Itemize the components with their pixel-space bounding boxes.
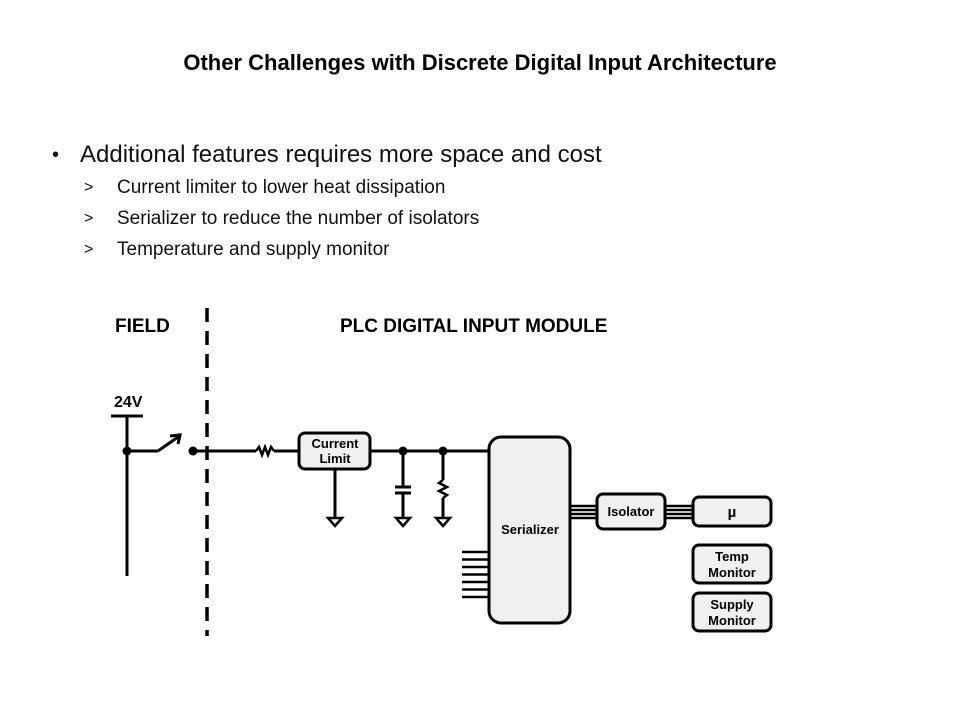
sub-bullet-glyph: >: [84, 178, 94, 196]
temp-monitor-block: Temp Monitor: [691, 543, 773, 585]
switch-icon: [127, 433, 182, 453]
current-limit-line2: Limit: [319, 451, 351, 466]
ground-icon: [433, 516, 453, 528]
sub-bullet-text: Current limiter to lower heat dissipatio…: [117, 176, 446, 198]
isolator-block: Isolator: [595, 492, 667, 531]
supply-monitor-block: Supply Monitor: [691, 591, 773, 633]
temp-monitor-line1: Temp: [715, 549, 749, 564]
serializer-block: Serializer: [487, 435, 572, 625]
slide-title: Other Challenges with Discrete Digital I…: [183, 50, 777, 75]
sub-bullet-item: > Serializer to reduce the number of iso…: [52, 203, 602, 234]
bullet-item: • Additional features requires more spac…: [52, 138, 602, 172]
serializer-input-lines: [462, 550, 489, 599]
sub-bullet-glyph: >: [84, 240, 94, 258]
current-limit-block: Current Limit: [297, 431, 372, 471]
sub-bullet-text: Temperature and supply monitor: [117, 238, 390, 260]
sub-bullet-item: > Temperature and supply monitor: [52, 234, 602, 265]
microcontroller-label: µ: [728, 504, 737, 521]
sub-bullet-glyph: >: [84, 209, 94, 227]
resistor-icon: [255, 443, 275, 459]
field-label: FIELD: [115, 316, 170, 337]
isolator-label: Isolator: [608, 504, 655, 519]
bullet-glyph: •: [52, 143, 60, 166]
supply-label: 24V: [114, 394, 143, 411]
bullet-text: Additional features requires more space …: [80, 141, 602, 168]
current-limit-line1: Current: [312, 436, 360, 451]
sub-bullet-item: > Current limiter to lower heat dissipat…: [52, 172, 602, 203]
supply-monitor-line2: Monitor: [708, 613, 756, 628]
microcontroller-block: µ: [691, 495, 773, 528]
bullet-list: • Additional features requires more spac…: [52, 138, 602, 265]
sub-bullet-text: Serializer to reduce the number of isola…: [117, 207, 480, 229]
capacitor-icon: [395, 451, 411, 518]
serializer-label: Serializer: [501, 522, 559, 537]
ground-icon: [325, 516, 345, 528]
temp-monitor-line2: Monitor: [708, 565, 756, 580]
serializer-isolator-bus: [570, 504, 597, 520]
resistor-icon: [436, 451, 450, 518]
supply-monitor-line1: Supply: [710, 597, 754, 612]
module-label: PLC DIGITAL INPUT MODULE: [340, 316, 607, 337]
ground-icon: [393, 516, 413, 528]
isolator-micro-bus: [665, 504, 693, 520]
